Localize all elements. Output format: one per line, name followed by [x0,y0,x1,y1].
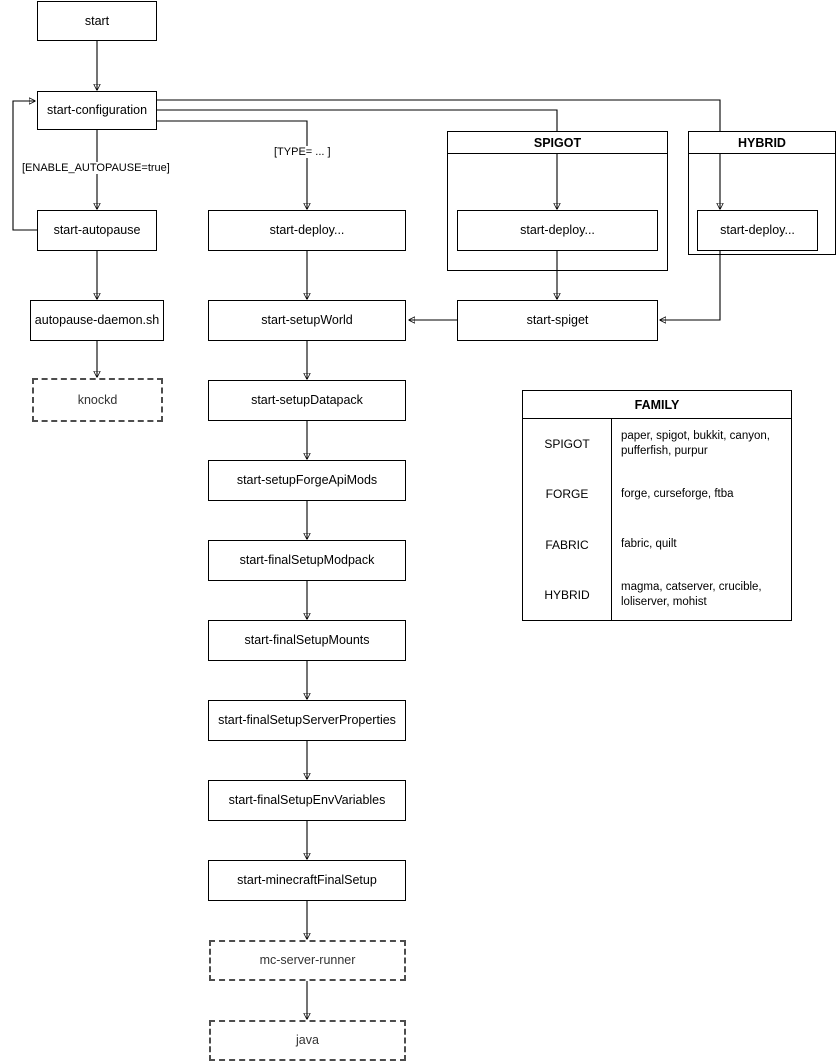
node-start-setupDatapack[interactable]: start-setupDatapack [208,380,406,421]
group-spigot-label: SPIGOT [533,135,582,150]
family-legend-title: FAMILY [523,391,791,419]
group-hybrid-label: HYBRID [738,135,786,150]
legend-row: FORGE forge, curseforge, ftba [523,469,791,520]
group-spigot-title: SPIGOT [447,131,668,154]
legend-row: SPIGOT paper, spigot, bukkit, canyon, pu… [523,419,791,470]
node-start-autopause[interactable]: start-autopause [37,210,157,251]
node-start-minecraftFinalSetup[interactable]: start-minecraftFinalSetup [208,860,406,901]
legend-key: SPIGOT [523,419,612,470]
node-start-spiget[interactable]: start-spiget [457,300,658,341]
legend-key: FABRIC [523,519,612,570]
legend-key: HYBRID [523,569,612,620]
node-start-deploy-spigot[interactable]: start-deploy... [457,210,658,251]
node-start-finalSetupModpack[interactable]: start-finalSetupModpack [208,540,406,581]
node-start-deploy-hybrid[interactable]: start-deploy... [697,210,818,251]
node-start[interactable]: start [37,1,157,41]
group-hybrid-title: HYBRID [688,131,836,154]
node-knockd[interactable]: knockd [32,378,163,422]
legend-value: fabric, quilt [621,538,677,551]
node-start-configuration[interactable]: start-configuration [37,91,157,130]
family-legend-body: SPIGOT paper, spigot, bukkit, canyon, pu… [523,419,791,620]
node-mc-server-runner[interactable]: mc-server-runner [209,940,406,981]
edge-label-type: [TYPE= ... ] [272,146,333,158]
node-start-setupForgeApiMods[interactable]: start-setupForgeApiMods [208,460,406,501]
node-autopause-daemon[interactable]: autopause-daemon.sh [30,300,164,341]
legend-value: paper, spigot, bukkit, canyon, pufferfis… [621,429,770,458]
legend-value: forge, curseforge, ftba [621,487,734,500]
node-start-finalSetupMounts[interactable]: start-finalSetupMounts [208,620,406,661]
node-start-finalSetupEnvVariables[interactable]: start-finalSetupEnvVariables [208,780,406,821]
node-start-setupWorld[interactable]: start-setupWorld [208,300,406,341]
legend-value: magma, catserver, crucible, loliserver, … [621,580,762,608]
node-start-deploy-main[interactable]: start-deploy... [208,210,406,251]
node-java[interactable]: java [209,1020,406,1061]
legend-key: FORGE [523,469,612,520]
node-start-finalSetupServerProperties[interactable]: start-finalSetupServerProperties [208,700,406,741]
family-legend: FAMILY SPIGOT paper, spigot, bukkit, can… [522,390,792,621]
legend-row: FABRIC fabric, quilt [523,519,791,570]
legend-row: HYBRID magma, catserver, crucible, lolis… [523,569,791,620]
edge-label-enable-autopause: [ENABLE_AUTOPAUSE=true] [20,162,172,174]
